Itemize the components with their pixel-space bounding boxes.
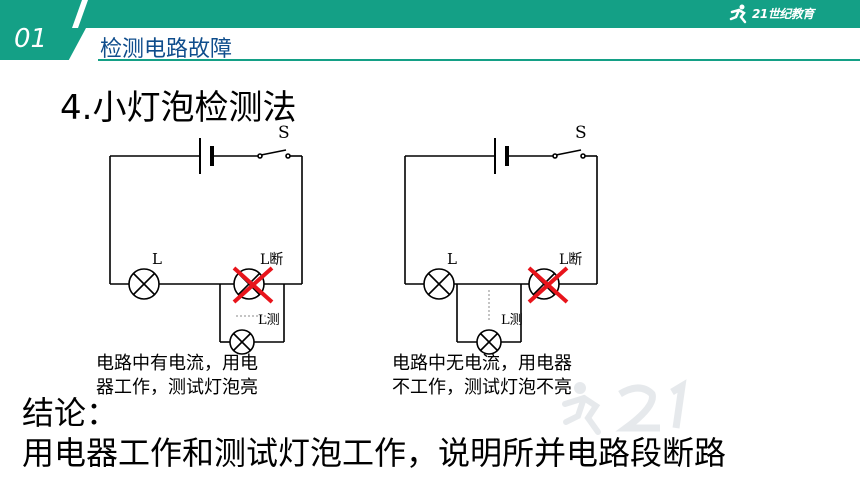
- caption-line: 不工作，测试灯泡不亮: [392, 377, 572, 398]
- test-lamp-label: L测: [258, 313, 280, 328]
- circuit-diagram-1: S L L断 L测: [109, 123, 303, 355]
- section-title: 检测电路故障: [100, 37, 233, 62]
- caption-line: 电路中有电流，用电: [96, 353, 258, 374]
- brand-logo-mark: 21世纪教育: [752, 7, 814, 21]
- circuit-2-caption: 电路中无电流，用电器 不工作，测试灯泡不亮: [392, 352, 572, 400]
- caption-line: 电路中无电流，用电器: [392, 353, 572, 374]
- section-number: 01: [14, 24, 48, 54]
- brand-logo: 21世纪教育: [728, 4, 838, 24]
- broken-cross-icon: [232, 266, 274, 304]
- conclusion-text: 用电器工作和测试灯泡工作，说明所并电路段断路: [22, 434, 727, 472]
- caption-line: 器工作，测试灯泡亮: [96, 377, 258, 398]
- slide-heading: 4.小灯泡检测法: [60, 88, 297, 128]
- switch-label: S: [575, 123, 587, 143]
- title-underline: [98, 59, 860, 61]
- circuit-1-caption: 电路中有电流，用电 器工作，测试灯泡亮: [96, 352, 258, 400]
- conclusion-label: 结论：: [22, 394, 119, 432]
- runner-logo-icon: [729, 4, 747, 24]
- switch-label: S: [278, 123, 290, 143]
- test-lamp-label: L测: [501, 313, 523, 328]
- lamp-label: L: [152, 250, 162, 268]
- section-number-tab: [0, 28, 86, 60]
- broken-cross-icon: [527, 266, 569, 304]
- circuit-diagram-2: S L L断 L测: [404, 123, 598, 355]
- header-bar: [0, 0, 860, 28]
- watermark-logo-icon: [562, 379, 687, 435]
- broken-lamp-label: L断: [559, 252, 582, 268]
- lamp-label: L: [447, 250, 457, 268]
- broken-lamp-label: L断: [260, 252, 283, 268]
